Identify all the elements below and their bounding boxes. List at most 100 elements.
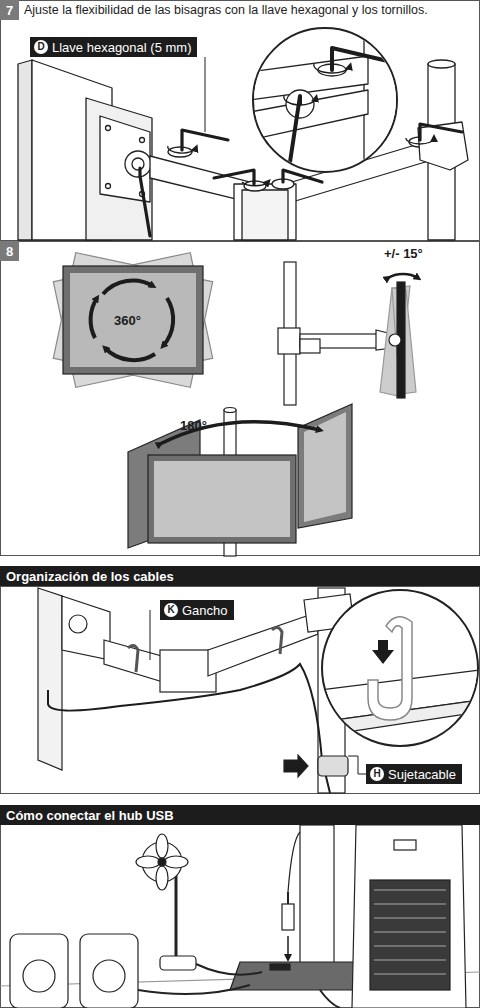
hinge-adjust-art bbox=[18, 20, 468, 240]
usb-hub-art-part-part bbox=[374, 946, 446, 947]
part-callout: K Gancho bbox=[160, 600, 234, 620]
rotation-art-part-part-part bbox=[163, 298, 173, 346]
hinge-adjust-art-part bbox=[234, 184, 296, 240]
hinge-adjust-art-part-part bbox=[242, 182, 268, 186]
panel-frames-part bbox=[1, 825, 480, 1008]
cable-art bbox=[38, 588, 480, 793]
usb-hub-art-part-part bbox=[374, 932, 446, 933]
cable-art-part bbox=[284, 755, 308, 777]
rotation-art-part bbox=[389, 334, 401, 346]
hinge-adjust-art-part bbox=[132, 158, 144, 170]
usb-hub-art-part bbox=[158, 858, 166, 866]
usb-hub-art-part bbox=[287, 892, 289, 904]
hinge-adjust-art-part-part bbox=[406, 138, 434, 144]
cable-art-part bbox=[48, 664, 330, 793]
rotation-art-part bbox=[53, 253, 212, 388]
hinge-adjust-art-part-part bbox=[314, 64, 350, 73]
usb-hub-art-part bbox=[320, 990, 340, 1008]
callout-letter: H bbox=[370, 767, 384, 781]
angle-label: +/- 15° bbox=[384, 246, 423, 261]
node-text: Cómo conectar el hub USB bbox=[6, 808, 174, 823]
hinge-adjust-art-part bbox=[250, 20, 400, 190]
cable-art-part bbox=[128, 627, 282, 672]
node-text: Gancho bbox=[182, 603, 228, 618]
usb-hub-art-part bbox=[300, 825, 334, 975]
usb-hub-art-part-part bbox=[136, 856, 160, 868]
usb-hub-art-part bbox=[352, 825, 466, 1008]
rotation-art-part bbox=[278, 328, 300, 354]
rotation-art bbox=[53, 253, 418, 556]
hinge-adjust-art-part-part bbox=[284, 96, 316, 105]
hinge-adjust-art-part-part bbox=[364, 20, 400, 190]
usb-hub-art-part bbox=[288, 832, 300, 892]
cable-art-part bbox=[62, 596, 110, 660]
usb-hub-art-part bbox=[23, 960, 55, 992]
hinge-adjust-art-part-part bbox=[168, 146, 196, 153]
part-callout: DLlave hexagonal (5 mm) bbox=[30, 37, 197, 57]
usb-hub-art-part-part bbox=[374, 890, 446, 891]
usb-hub-art bbox=[0, 825, 480, 1008]
angle-label: 180° bbox=[180, 418, 207, 433]
cable-art-part bbox=[348, 756, 366, 774]
rotation-art-part-part bbox=[91, 281, 174, 361]
usb-hub-art-part-part bbox=[374, 974, 446, 975]
usb-hub-art-part bbox=[138, 985, 250, 994]
rotation-art-part bbox=[300, 339, 320, 353]
rotation-art-part-part bbox=[70, 273, 196, 367]
usb-hub-art-part bbox=[196, 964, 262, 975]
hinge-adjust-art-part bbox=[86, 98, 152, 240]
usb-hub-art-part bbox=[282, 904, 294, 930]
usb-hub-art-part bbox=[160, 956, 196, 970]
usb-hub-art-part bbox=[175, 870, 178, 958]
node-text: 8 bbox=[6, 244, 13, 259]
callout-letter: D bbox=[34, 40, 48, 54]
hinge-adjust-art-part bbox=[140, 138, 145, 143]
usb-hub-art-part-part bbox=[374, 904, 446, 905]
section-heading: Organización de los cables bbox=[0, 566, 480, 586]
usb-hub-art-part bbox=[136, 834, 188, 890]
part-callout: HSujetacable bbox=[366, 764, 462, 784]
rotation-art-part-part-part bbox=[105, 348, 155, 360]
rotation-art-part bbox=[148, 455, 296, 543]
panel-frames-part bbox=[1, 242, 480, 556]
hinge-adjust-art-part bbox=[125, 151, 151, 177]
step-number: 7 bbox=[0, 0, 19, 20]
usb-hub-art-part bbox=[394, 840, 416, 850]
hinge-adjust-art-part bbox=[106, 184, 111, 189]
usb-hub-art-part bbox=[287, 936, 289, 958]
rotation-art-part bbox=[388, 274, 418, 278]
usb-hub-art-part bbox=[370, 880, 450, 990]
cable-art-part-part bbox=[272, 627, 282, 654]
hinge-adjust-art-part-part bbox=[214, 170, 254, 184]
usb-hub-art-part-part bbox=[156, 834, 168, 858]
hinge-adjust-art-part bbox=[106, 126, 111, 131]
angle-label: 360° bbox=[114, 313, 141, 328]
callout-letter: K bbox=[164, 603, 178, 617]
node-text: 7 bbox=[6, 3, 13, 18]
hinge-adjust-art-part bbox=[18, 60, 32, 240]
hinge-adjust-art-part-part-part bbox=[290, 96, 300, 162]
hinge-adjust-art-part-part bbox=[140, 168, 150, 236]
section-heading: Cómo conectar el hub USB bbox=[0, 805, 480, 825]
usb-hub-art-part bbox=[270, 964, 290, 970]
panel-frames-part bbox=[1, 1, 480, 241]
hinge-adjust-art-part bbox=[418, 122, 468, 170]
cable-art-part-part bbox=[368, 617, 412, 720]
cable-art-part-part bbox=[128, 645, 138, 672]
usb-hub-art-part bbox=[374, 890, 446, 974]
cable-art-part bbox=[38, 588, 62, 770]
rotation-art-part-part bbox=[63, 266, 203, 374]
usb-hub-art-part-part bbox=[374, 918, 446, 919]
cable-art-part bbox=[318, 756, 348, 776]
usb-hub-art-part-part bbox=[164, 856, 188, 868]
usb-hub-art-part bbox=[10, 934, 68, 1008]
hinge-adjust-art-part-part bbox=[420, 124, 462, 140]
usb-hub-art-part bbox=[93, 960, 125, 992]
hinge-adjust-art-part bbox=[205, 57, 206, 132]
rotation-art-part-part-part bbox=[91, 298, 97, 338]
rotation-art-part bbox=[298, 404, 352, 528]
node-text: Organización de los cables bbox=[6, 569, 174, 584]
instruction-text: Ajuste la flexibilidad de las bisagras c… bbox=[24, 3, 428, 17]
